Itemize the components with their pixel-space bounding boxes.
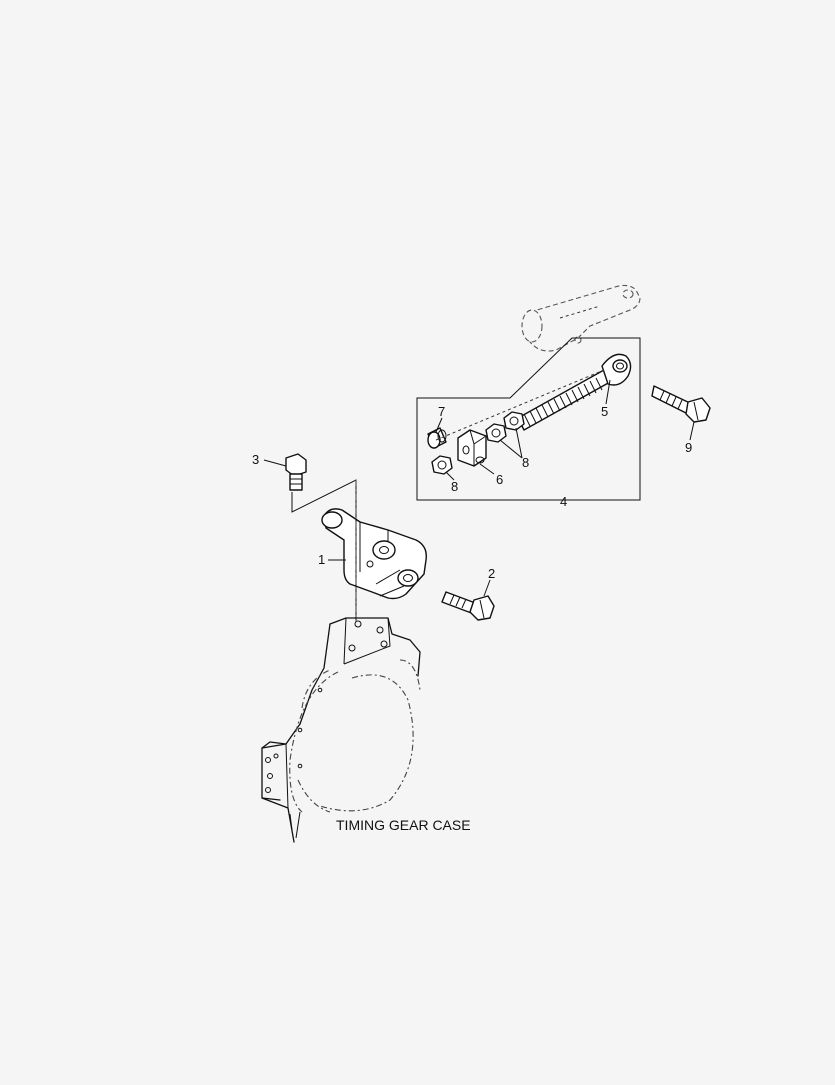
- leader-5: [605, 379, 611, 405]
- callout-5: 5: [601, 404, 608, 419]
- caption-timing-gear-case: TIMING GEAR CASE: [336, 817, 471, 833]
- part-5-rod: [517, 353, 632, 431]
- callout-2: 2: [488, 566, 495, 581]
- leader-8-lower: [445, 471, 455, 481]
- leader-2: [483, 579, 491, 597]
- callout-3: 3: [252, 452, 259, 467]
- leader-7: [435, 417, 443, 433]
- callout-9: 9: [685, 440, 692, 455]
- rod-axis-line: [435, 369, 605, 441]
- leader-3: [263, 459, 287, 467]
- callout-6: 6: [496, 472, 503, 487]
- callout-7: 7: [438, 404, 445, 419]
- part-6-clevis-block: [457, 429, 487, 467]
- callout-1: 1: [318, 552, 325, 567]
- callout-4: 4: [560, 494, 567, 509]
- callout-8-upper: 8: [522, 455, 529, 470]
- leader-9: [689, 421, 695, 441]
- timing-gear-case: [261, 617, 421, 843]
- leader-8-upper: [499, 427, 523, 459]
- ghost-lever-outline: [521, 284, 641, 352]
- leader-6: [479, 463, 495, 475]
- part-8-nut-pair: [485, 411, 525, 443]
- assembly-4-frame: [416, 337, 641, 501]
- part-9-bolt: [651, 385, 711, 423]
- part-3-bolt: [285, 453, 307, 491]
- callout-8-lower: 8: [451, 479, 458, 494]
- part-2-bolt: [441, 591, 495, 621]
- part-7-bushing: [427, 427, 447, 449]
- part-1-bracket: [321, 508, 427, 600]
- part-8-lower-nut: [431, 455, 453, 475]
